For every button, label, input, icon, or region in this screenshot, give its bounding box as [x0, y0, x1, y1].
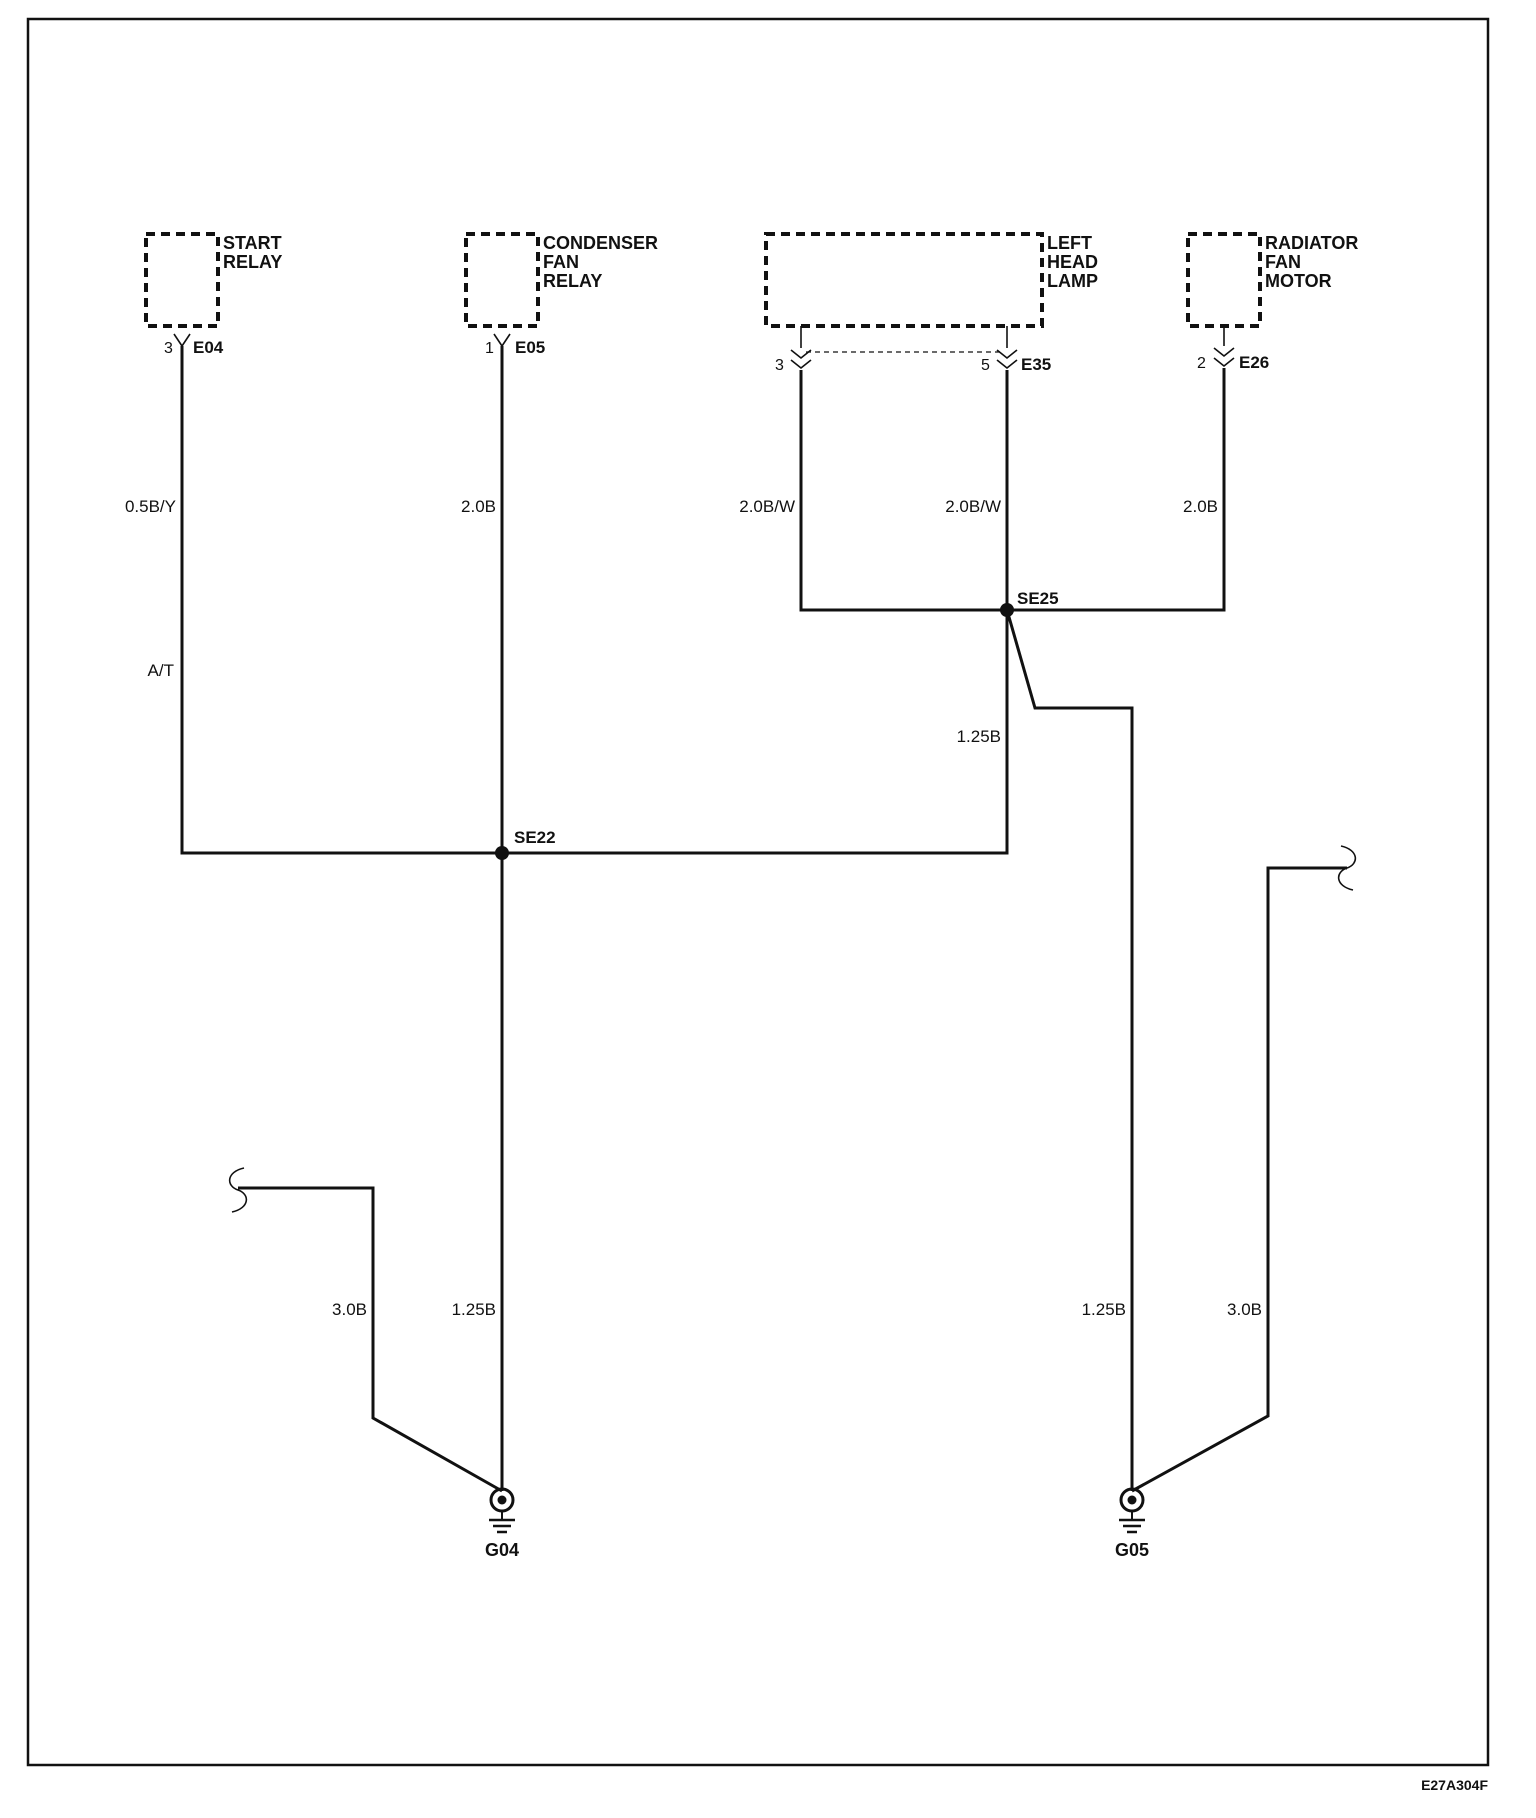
wire-label-start-relay: 0.5B/Y [125, 497, 176, 516]
connector-e35-pin-left: 3 [775, 357, 784, 374]
wire-label-radiator: 2.0B [1183, 497, 1218, 516]
wire-label-g05-extra: 3.0B [1227, 1300, 1262, 1319]
wire-g04-extra [238, 1186, 503, 1493]
wire-label-se25-to-g05: 1.25B [1082, 1300, 1126, 1319]
connector-e35-pin-right: 5 [981, 357, 990, 374]
wire-label-g04-extra: 3.0B [332, 1300, 367, 1319]
wire-label-lamp-right: 2.0B/W [945, 497, 1001, 516]
connector-e35-left-symbol [790, 326, 812, 370]
wire-g05-extra [1131, 866, 1347, 1493]
splice-se22-dot [495, 846, 509, 860]
connector-e05-label: E05 [515, 338, 545, 357]
wire-start-relay [180, 346, 502, 855]
start-relay-box [144, 232, 220, 328]
wire-label-se22-to-g04: 1.25B [452, 1300, 496, 1319]
connector-e05-pin: 1 [485, 340, 494, 357]
diagram-frame [26, 17, 1490, 1767]
wire-label-start-relay-option: A/T [148, 661, 174, 680]
connector-e04-symbol [173, 333, 191, 348]
wire-se22-to-se25 [502, 610, 1009, 855]
left-head-lamp-label: LEFT HEAD LAMP [1047, 233, 1103, 291]
wire-lamp-left [799, 370, 1007, 612]
splice-se25-label: SE25 [1017, 589, 1059, 608]
ground-g04-label: G04 [485, 1540, 519, 1560]
connector-e35-right-symbol [996, 326, 1018, 370]
radiator-fan-motor-box [1186, 232, 1262, 328]
left-head-lamp-box [764, 232, 1044, 328]
ground-g05-icon [1119, 1487, 1145, 1534]
connector-e26-label: E26 [1239, 353, 1269, 372]
wire-g05-break-symbol [1337, 845, 1357, 891]
wire-se25-to-g05 [1005, 609, 1134, 1491]
wire-label-se25-to-se22: 1.25B [957, 727, 1001, 746]
condenser-fan-relay-label: CONDENSER FAN RELAY [543, 233, 663, 291]
connector-e04-label: E04 [193, 338, 224, 357]
wire-label-lamp-left: 2.0B/W [739, 497, 795, 516]
connector-e05-symbol [493, 333, 511, 348]
ground-g05-label: G05 [1115, 1540, 1149, 1560]
splice-se22-label: SE22 [514, 828, 556, 847]
connector-e04-pin: 3 [164, 340, 173, 357]
wire-label-condenser: 2.0B [461, 497, 496, 516]
wire-g04-break-symbol [228, 1167, 248, 1213]
connector-e26-symbol [1213, 326, 1235, 368]
splice-se25-dot [1000, 603, 1014, 617]
start-relay-label: START RELAY [223, 233, 287, 272]
condenser-fan-relay-box [464, 232, 540, 328]
radiator-fan-motor-label: RADIATOR FAN MOTOR [1265, 233, 1363, 291]
connector-e35-label: E35 [1021, 355, 1051, 374]
ground-g04-icon [489, 1487, 515, 1534]
wire-radiator [1007, 368, 1226, 612]
figure-code: E27A304F [1421, 1777, 1488, 1793]
connector-e26-pin: 2 [1197, 355, 1206, 372]
